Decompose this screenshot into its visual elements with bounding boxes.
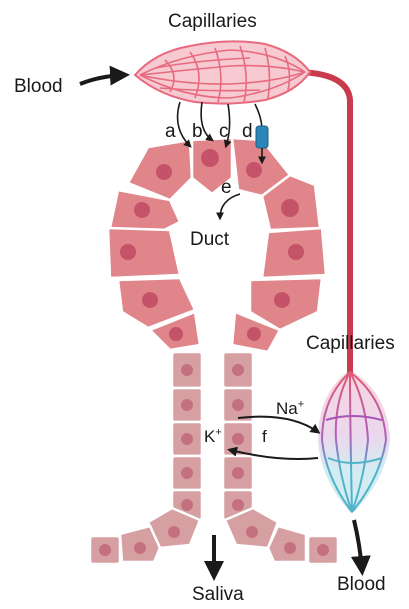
duct-nuclei xyxy=(99,364,329,556)
label-c: c xyxy=(219,122,229,141)
blood-in-arrow xyxy=(80,75,124,84)
capillaries-top-label: Capillaries xyxy=(168,12,257,31)
blood-in-label: Blood xyxy=(14,77,63,96)
saliva-label: Saliva xyxy=(192,585,244,604)
label-f: f xyxy=(262,428,267,445)
capillaries-right-label: Capillaries xyxy=(306,334,395,353)
blood-out-label: Blood xyxy=(337,575,386,594)
label-e: e xyxy=(221,178,232,197)
channel-icon xyxy=(256,126,268,148)
label-b: b xyxy=(192,122,203,141)
label-d: d xyxy=(242,122,253,141)
blood-out-arrow xyxy=(354,520,362,570)
k-label: K+ xyxy=(204,428,222,445)
na-label: Na+ xyxy=(276,400,304,417)
duct-label: Duct xyxy=(190,230,229,249)
right-capillary-bed xyxy=(318,370,390,514)
label-a: a xyxy=(165,122,176,141)
top-capillary-bed xyxy=(135,41,310,103)
